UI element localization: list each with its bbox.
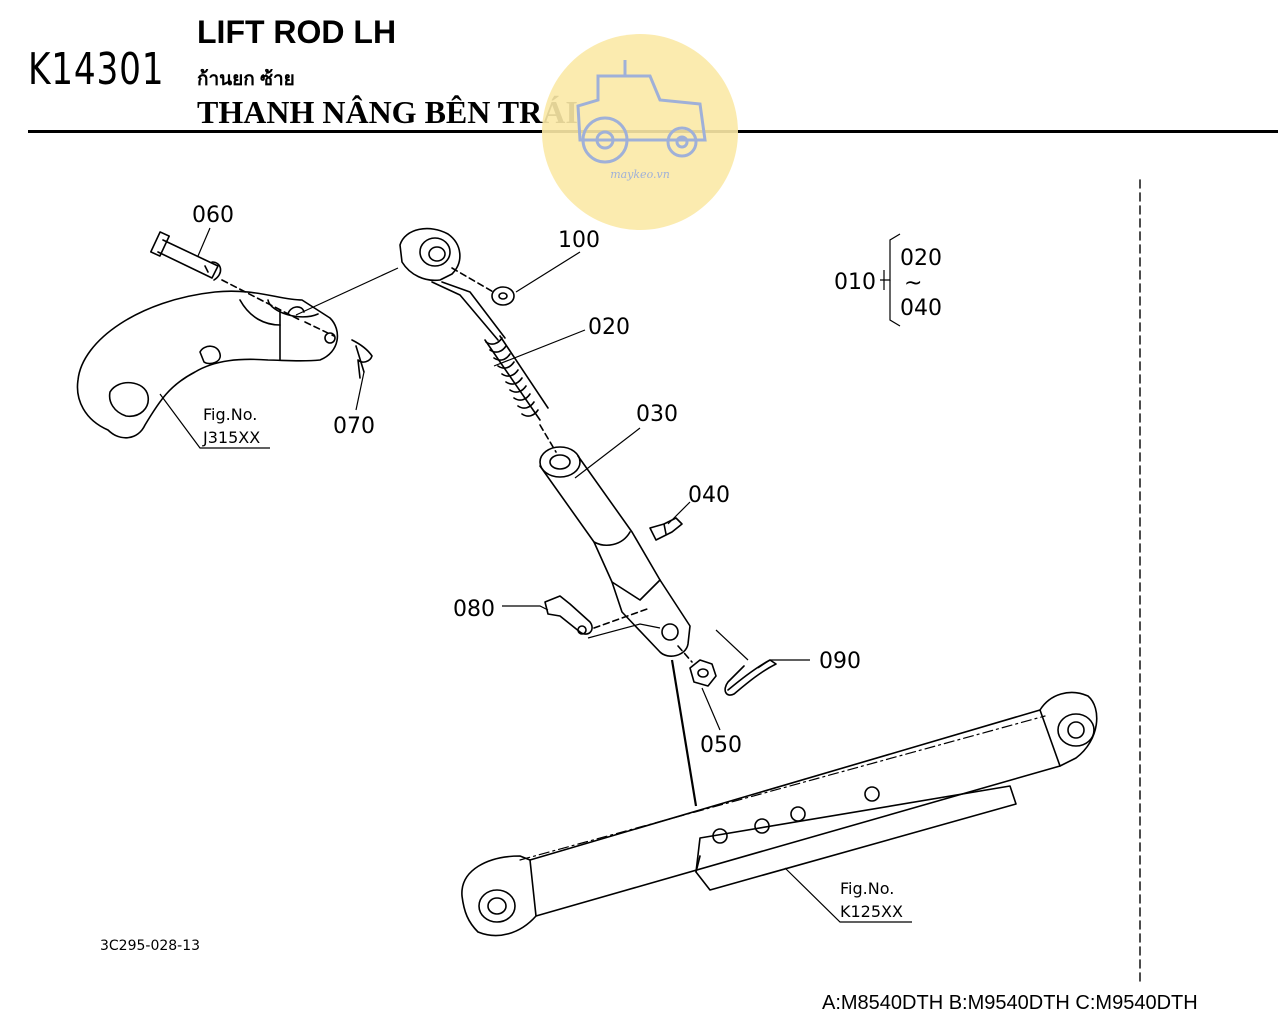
model-list: A:M8540DTH B:M9540DTH C:M9540DTH — [822, 992, 1198, 1014]
label-040: 040 — [688, 483, 730, 508]
figref-arm-label: Fig.No. — [203, 405, 257, 424]
pin-060 — [150, 231, 222, 281]
part-code: K14301 — [28, 44, 165, 95]
lower-link — [461, 691, 1098, 937]
watermark-text: maykeo.vn — [610, 168, 670, 181]
nut-050 — [689, 659, 717, 687]
title-vietnamese: THANH NÂNG BÊN TRÁI — [197, 94, 578, 130]
grease-nipple-040 — [649, 517, 683, 541]
label-020: 020 — [588, 315, 630, 340]
figref-link-number: K125XX — [840, 902, 903, 921]
label-100: 100 — [558, 228, 600, 253]
pin-060-leader-dash — [221, 279, 301, 321]
assembly-label-010: 010 — [834, 270, 876, 295]
assembly-range-tilde: ~ — [904, 271, 922, 296]
label-090: 090 — [819, 649, 861, 674]
pin-axis-dash — [304, 321, 335, 337]
title-thai: ก้านยก ซ้าย — [197, 69, 295, 90]
label-030: 030 — [636, 402, 678, 427]
clip-090 — [724, 659, 777, 696]
clip-070 — [351, 339, 373, 379]
washer-100 — [491, 286, 515, 306]
label-080: 080 — [453, 597, 495, 622]
label-070: 070 — [333, 414, 375, 439]
pin-080 — [544, 595, 593, 635]
lift-arm — [76, 290, 339, 439]
figref-arm-number: J315XX — [202, 428, 260, 447]
label-050: 050 — [700, 733, 742, 758]
tube-030 — [539, 446, 691, 657]
title-english: LIFT ROD LH — [197, 14, 397, 50]
assembly-to-040: 040 — [900, 296, 942, 321]
label-060: 060 — [192, 203, 234, 228]
figref-link-label: Fig.No. — [840, 879, 894, 898]
rod-020 — [399, 227, 549, 421]
watermark: maykeo.vn — [542, 34, 738, 230]
doc-number: 3C295-028-13 — [100, 938, 201, 954]
assembly-from-020: 020 — [900, 246, 942, 271]
tractor-icon — [576, 60, 707, 164]
